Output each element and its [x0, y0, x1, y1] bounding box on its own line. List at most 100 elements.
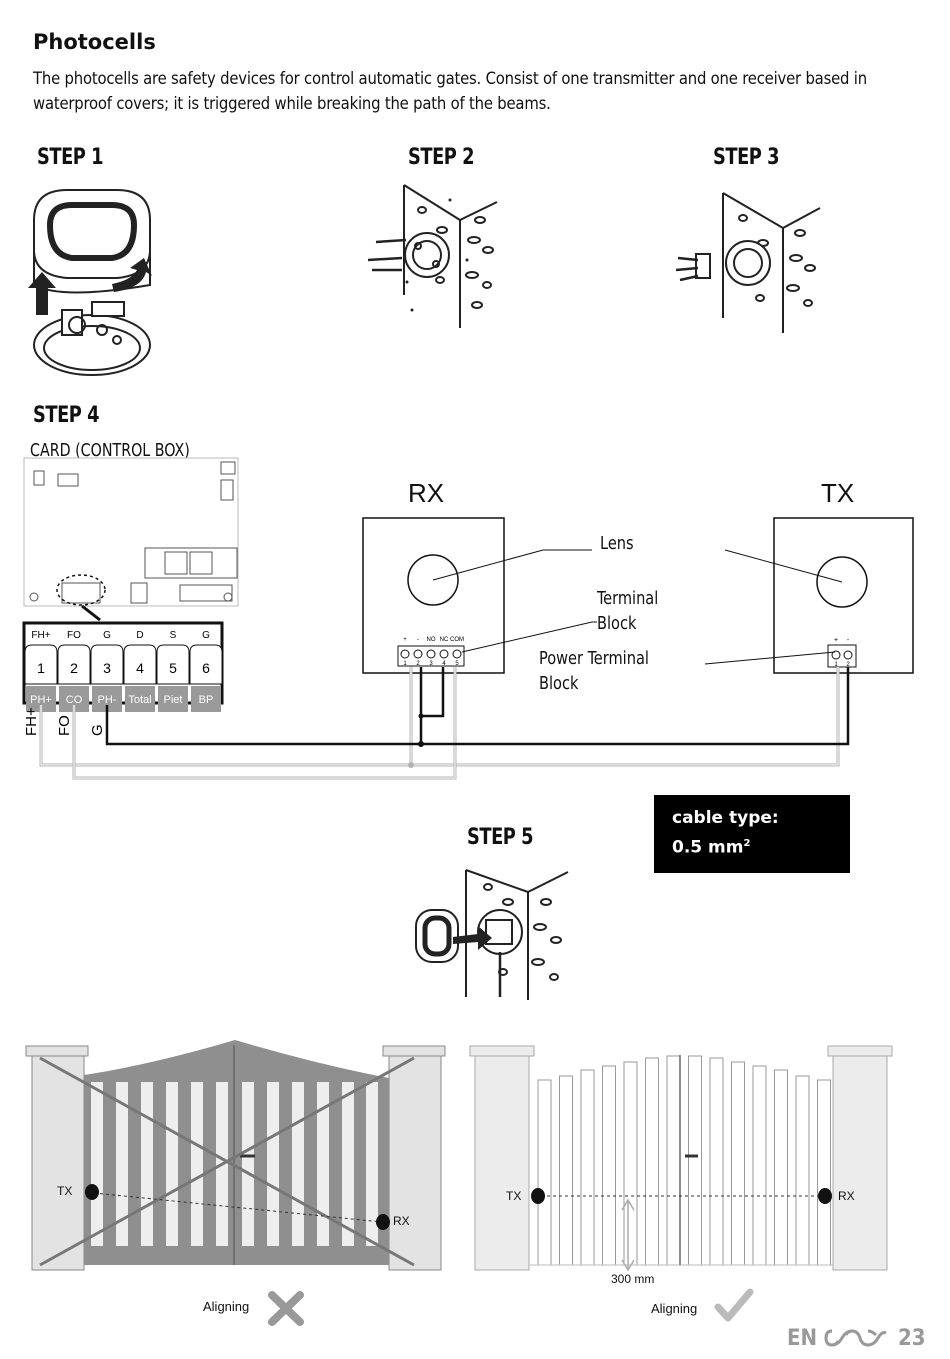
cable-size-value: 0.5 mm2	[672, 837, 751, 858]
step-2-heading: STEP 2	[408, 145, 475, 170]
gate-gap	[216, 1082, 228, 1250]
terminal-cell	[123, 644, 157, 685]
step-1-illustration	[28, 189, 152, 376]
right-aligning-caption: Aligning	[651, 1301, 698, 1316]
tx-terminal-label: +	[834, 637, 838, 644]
terminal-bottom-label: Total	[128, 694, 151, 706]
terminal-number: 3	[103, 660, 111, 676]
tx-terminal-label: -	[847, 637, 850, 644]
tx-lens	[816, 556, 868, 608]
terminal-bottom-cell	[158, 686, 188, 712]
gate-gap	[292, 1082, 304, 1250]
gate-gap	[366, 1082, 378, 1250]
terminal-top-label: G	[103, 630, 111, 641]
terminal-cell	[57, 644, 91, 685]
power-terminal-block-label: Power Terminal Block	[539, 648, 649, 694]
terminal-top-label: G	[202, 630, 210, 641]
rx-terminal-screw	[413, 649, 423, 659]
terminal-bottom-label: Piet	[164, 694, 183, 706]
gate-picket	[602, 1065, 616, 1266]
terminal-bottom-label: BP	[199, 694, 214, 706]
gate-gap	[242, 1082, 254, 1250]
gate-picket	[774, 1069, 788, 1266]
terminal-number: 4	[136, 660, 144, 676]
terminal-block-label: Terminal Block	[597, 588, 659, 634]
brand-logo-icon	[824, 1329, 887, 1347]
rx-terminal-label: NC	[440, 637, 449, 643]
rx-label: RX	[408, 478, 445, 508]
rx-terminal-screw	[426, 649, 436, 659]
terminal-number: 5	[169, 660, 177, 676]
gate-gap	[317, 1082, 329, 1250]
gate-picket	[752, 1065, 767, 1266]
tx-label: TX	[821, 478, 855, 508]
height-300mm-label: 300 mm	[611, 1272, 655, 1286]
terminal-bottom-label: CO	[66, 694, 83, 706]
terminal-cell	[90, 644, 124, 685]
wrong-tx-label: TX	[57, 1184, 73, 1198]
lens-label: Lens	[600, 533, 634, 554]
rx-terminal-label: NO	[427, 637, 436, 643]
terminal-cell	[156, 644, 190, 685]
step-5-heading: STEP 5	[467, 825, 534, 850]
gate-picket	[817, 1079, 831, 1266]
gate-wrong-alignment	[25, 1040, 446, 1326]
terminal-cell	[24, 644, 58, 685]
terminal-bottom-label: PH+	[30, 694, 52, 706]
gate-picket	[559, 1075, 573, 1266]
gate-picket	[623, 1061, 638, 1266]
gate-gap	[141, 1082, 153, 1250]
rx-terminal-number: 4	[442, 661, 446, 667]
terminal-top-label: S	[170, 630, 177, 641]
gate-gap	[116, 1082, 128, 1250]
right-tx-label: TX	[506, 1189, 522, 1203]
step-1-heading: STEP 1	[37, 145, 104, 170]
gate-picket	[688, 1055, 702, 1266]
gate-gap	[191, 1082, 203, 1250]
step-3-heading: STEP 3	[713, 145, 780, 170]
tx-terminal-number: 2	[846, 662, 850, 668]
gate-gap	[267, 1082, 279, 1250]
gate-picket	[709, 1057, 724, 1266]
terminal-cell	[189, 644, 223, 685]
language-label: EN	[787, 1326, 818, 1351]
terminal-bottom-cell	[125, 686, 155, 712]
gate-gap	[91, 1082, 103, 1250]
rx-terminal-screw	[400, 649, 410, 659]
intro-paragraph: The photocells are safety devices for co…	[33, 69, 867, 113]
cable-type-label: cable type:	[672, 808, 779, 828]
terminal-top-label: FH+	[31, 630, 50, 641]
gate-right-alignment	[469, 1045, 893, 1322]
cable-type-box: cable type: 0.5 mm2	[654, 795, 850, 873]
wrong-rx-label: RX	[393, 1214, 410, 1228]
rx-terminal-number: 3	[429, 661, 433, 667]
tx-terminal-screw	[843, 650, 853, 660]
rx-terminal-label: +	[403, 637, 407, 643]
wire-tag: FO	[56, 715, 73, 736]
rx-lens	[407, 554, 459, 606]
tx-terminal-block	[827, 644, 857, 668]
rx-terminal-number: 1	[403, 661, 407, 667]
control-card	[23, 457, 239, 607]
wire-tag: G	[89, 724, 106, 736]
page-number: 23	[898, 1326, 926, 1351]
step-4-heading: STEP 4	[33, 403, 100, 428]
terminal-number: 6	[202, 660, 210, 676]
gate-picket	[537, 1079, 552, 1266]
step-3-illustration	[675, 192, 821, 333]
terminal-bottom-cell	[191, 686, 221, 712]
terminal-number: 2	[70, 660, 78, 676]
rx-terminal-number: 2	[416, 661, 420, 667]
card-control-box-label: CARD (CONTROL BOX)	[30, 440, 190, 461]
step-2-illustration	[367, 184, 498, 328]
rx-box	[362, 517, 505, 674]
gate-picket	[795, 1075, 810, 1266]
wrong-aligning-caption: Aligning	[203, 1299, 250, 1314]
step-5-illustration	[415, 869, 569, 1000]
page-title: Photocells	[33, 30, 156, 54]
gate-picket	[731, 1061, 745, 1266]
right-rx-label: RX	[838, 1189, 855, 1203]
tx-terminal-number: 1	[834, 662, 838, 668]
tx-box	[773, 517, 914, 674]
